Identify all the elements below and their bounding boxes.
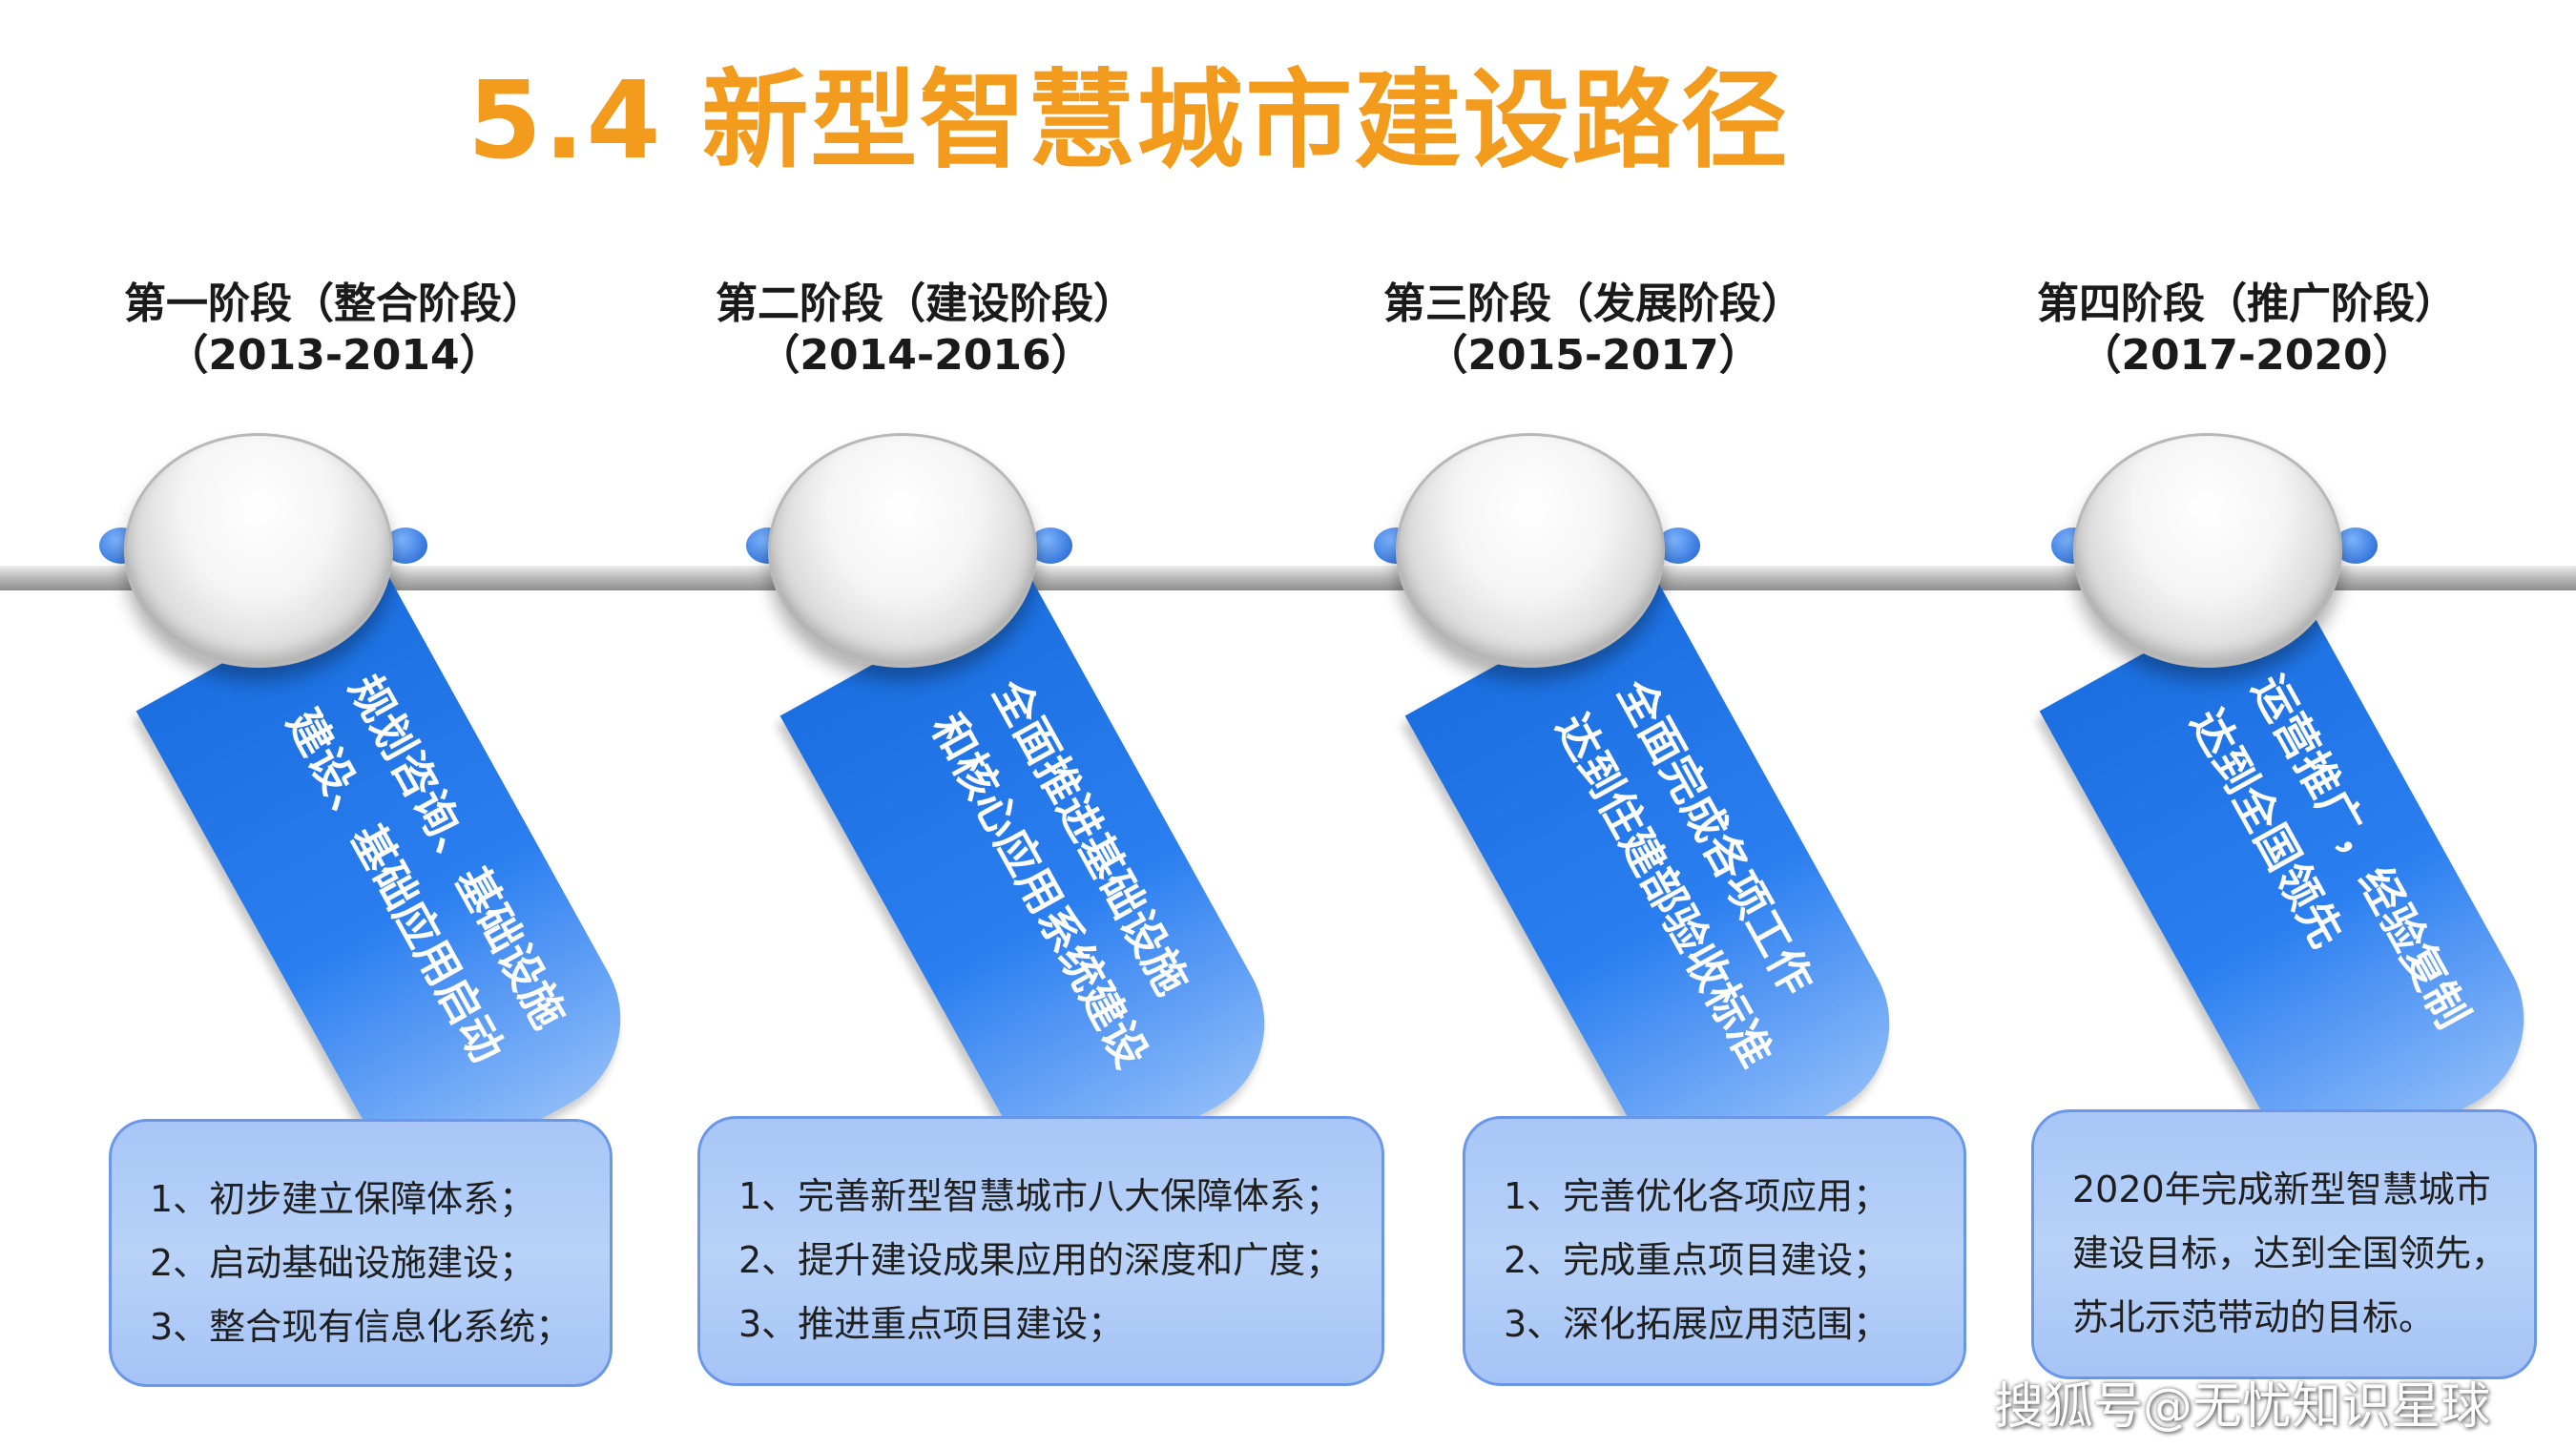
stage-4-period: （2017-2020）	[2079, 331, 2415, 380]
stage-3-label: 第三阶段（发展阶段）	[1383, 279, 1803, 328]
stage-4-item: 苏北示范带动的目标。	[2072, 1296, 2436, 1338]
stage-1-period: （2013-2014）	[166, 331, 502, 380]
stage-2-heading: 第二阶段（建设阶段） （2014-2016）	[592, 279, 1259, 382]
stage-4-heading: 第四阶段（推广阶段） （2017-2020）	[1913, 279, 2576, 382]
stage-4-ribbon: 运营推广，经验复制 达到全国领先	[2039, 572, 2559, 1195]
stage-3-item: 3、深化拓展应用范围；	[1504, 1303, 1890, 1345]
stage-3-heading: 第三阶段（发展阶段） （2015-2017）	[1259, 279, 1927, 382]
stage-4-item: 2020年完成新型智慧城市	[2072, 1169, 2491, 1210]
stage-4-pin	[2073, 433, 2342, 668]
stage-1-card: 1、初步建立保障体系； 2、启动基础设施建设； 3、整合现有信息化系统；	[109, 1119, 613, 1387]
stage-3-ribbon: 全面完成各项工作 达到住建部验收标准	[1404, 577, 1924, 1200]
stage-2-period: （2014-2016）	[758, 331, 1093, 380]
page-title: 5.4 新型智慧城市建设路径	[467, 59, 1790, 183]
stage-1-item: 2、启动基础设施建设；	[150, 1242, 536, 1284]
stage-2-pin	[768, 433, 1037, 668]
stage-4-card: 2020年完成新型智慧城市 建设目标，达到全国领先， 苏北示范带动的目标。	[2031, 1109, 2537, 1379]
stage-2-card: 1、完善新型智慧城市八大保障体系； 2、提升建设成果应用的深度和广度； 3、推进…	[697, 1116, 1384, 1386]
stage-1-item: 1、初步建立保障体系；	[150, 1178, 536, 1220]
stage-2-item: 3、推进重点项目建设；	[738, 1303, 1125, 1345]
stage-3-item: 2、完成重点项目建设；	[1504, 1239, 1890, 1281]
stage-4-label: 第四阶段（推广阶段）	[2037, 279, 2457, 328]
stage-3-pin	[1396, 433, 1665, 668]
watermark: 搜狐号@无忧知识星球	[1994, 1378, 2491, 1436]
stage-3-period: （2015-2017）	[1425, 331, 1761, 380]
stage-2-item: 1、完善新型智慧城市八大保障体系；	[738, 1175, 1342, 1217]
stage-2-ribbon: 全面推进基础设施 和核心应用系统建设	[779, 577, 1299, 1200]
stage-3-item: 1、完善优化各项应用；	[1504, 1175, 1890, 1217]
stage-3-card: 1、完善优化各项应用； 2、完成重点项目建设； 3、深化拓展应用范围；	[1463, 1116, 1966, 1386]
stage-2-item: 2、提升建设成果应用的深度和广度；	[738, 1239, 1342, 1281]
stage-4-item: 建设目标，达到全国领先，	[2072, 1232, 2508, 1274]
stage-1-item: 3、整合现有信息化系统；	[150, 1306, 572, 1348]
stage-2-label: 第二阶段（建设阶段）	[716, 279, 1135, 328]
stage-1-pin	[124, 433, 393, 668]
stage-1-ribbon: 规划咨询、基础设施 建设、基础应用启动	[135, 572, 655, 1195]
stage-1-heading: 第一阶段（整合阶段） （2013-2014）	[0, 279, 668, 382]
stage-1-label: 第一阶段（整合阶段）	[124, 279, 544, 328]
